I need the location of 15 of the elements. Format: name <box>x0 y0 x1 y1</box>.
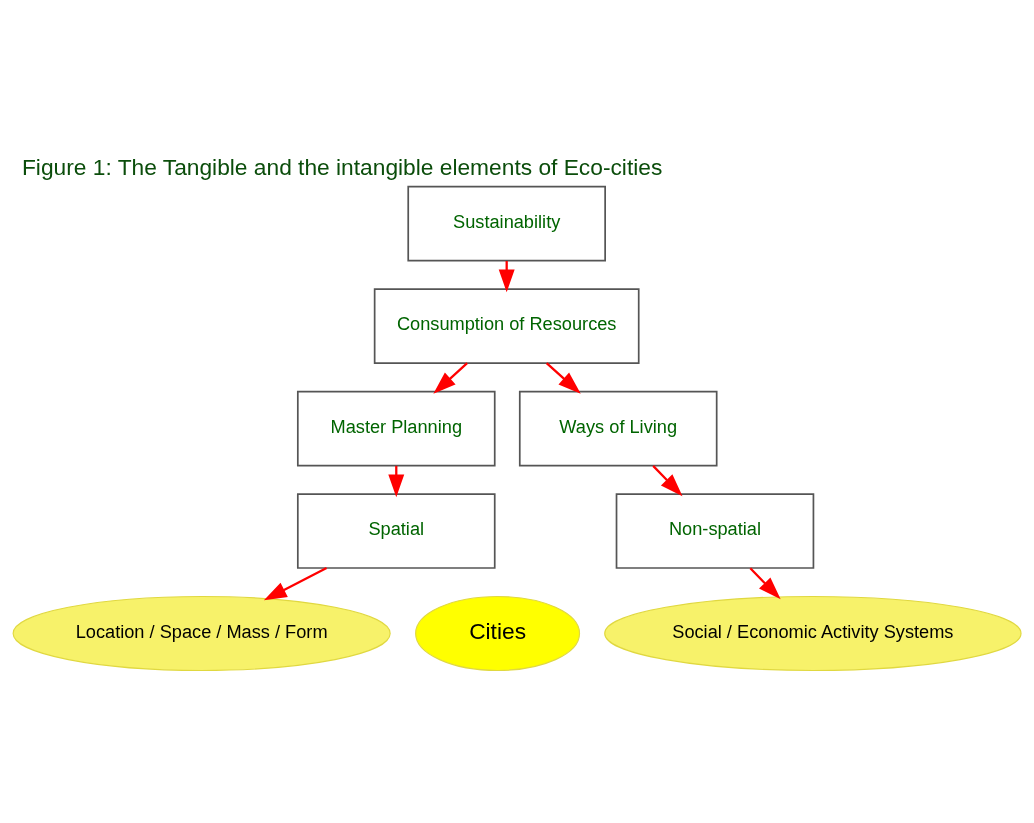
node-ellipse: Location / Space / Mass / Form <box>12 595 391 672</box>
node-box: Spatial <box>296 493 496 569</box>
node-ellipse: Social / Economic Activity Systems <box>604 595 1022 672</box>
arrow <box>749 567 781 600</box>
arrow <box>652 465 683 497</box>
diagram-title: Figure 1: The Tangible and the intangible elements of Eco-cities <box>21 154 663 181</box>
node-box: Consumption of Resources <box>373 288 640 364</box>
arrow <box>263 567 328 601</box>
node-ellipse: Cities <box>415 595 581 672</box>
node-box: Sustainability <box>407 185 606 262</box>
node-box: Non-spatial <box>615 493 815 569</box>
node-box: Ways of Living <box>518 390 718 467</box>
node-box: Master Planning <box>296 390 496 467</box>
arrow <box>433 362 468 394</box>
arrow <box>545 362 581 394</box>
